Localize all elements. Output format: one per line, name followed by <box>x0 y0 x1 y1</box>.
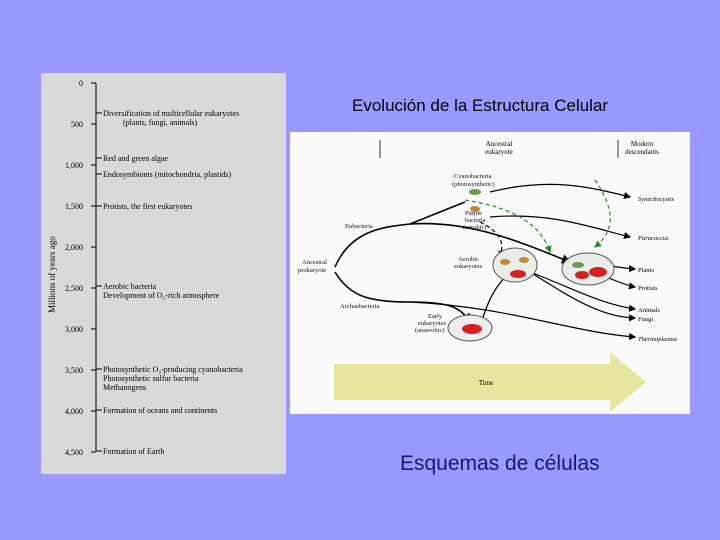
timeline-event-text: Development of O₂-rich atmosphere <box>103 291 220 300</box>
timeline-event-text: Diversification of multicellular eukaryo… <box>103 109 239 118</box>
timeline-events: Diversification of multicellular eukaryo… <box>96 109 243 456</box>
timeline-event-text: (plants, fungi, animals) <box>123 118 198 127</box>
timeline-event-text: Formation of oceans and continents <box>103 406 217 415</box>
evolution-tree-diagram: Ancestral eukaryote Modern descendants T… <box>298 140 677 412</box>
svg-text:prokaryote: prokaryote <box>298 267 326 274</box>
timeline-tick-label: 500 <box>71 120 83 129</box>
header-left-2: eukaryote <box>485 148 513 156</box>
timeline-tick-label: 4,500 <box>65 448 83 457</box>
tree-outcome-label: Animals <box>638 307 660 314</box>
svg-text:(aerobic): (aerobic) <box>463 224 486 231</box>
svg-text:Eubacteria: Eubacteria <box>345 223 373 230</box>
timeline-tick-label: 2,000 <box>65 243 83 252</box>
header-left-1: Ancestral <box>486 140 513 148</box>
timeline-tick-label: 0 <box>79 79 83 88</box>
timeline-tick-label: 4,000 <box>65 407 83 416</box>
svg-text:(anaerobic): (anaerobic) <box>415 327 445 334</box>
header-right-2: descendants <box>625 148 659 156</box>
header-right-1: Modern <box>631 140 654 148</box>
timeline-tick-label: 3,500 <box>65 366 83 375</box>
evolution-tree-panel: Ancestral eukaryote Modern descendants T… <box>290 132 690 414</box>
svg-text:Ancestral: Ancestral <box>302 259 327 266</box>
svg-text:Cyanobacteria: Cyanobacteria <box>454 173 492 180</box>
svg-text:Aerobic: Aerobic <box>458 256 479 263</box>
timeline-tick-label: 2,500 <box>65 284 83 293</box>
timeline-event-text: Photosynthetic O₂-producing cyanobacteri… <box>103 365 243 374</box>
timeline-event-text: Methanogens <box>103 383 146 392</box>
timeline-event-text: Protists, the first eukaryotes <box>103 202 192 211</box>
tree-outcome-label: Protists <box>638 285 658 292</box>
svg-text:eukaryotes: eukaryotes <box>454 263 483 270</box>
svg-text:Archaebacteria: Archaebacteria <box>340 303 379 310</box>
time-label: Time <box>479 379 494 387</box>
svg-text:eukaryotes: eukaryotes <box>418 320 447 327</box>
timeline-tick-label: 1,500 <box>65 202 83 211</box>
timeline-event-text: Endosymbionts (mitochondria, plastids) <box>103 170 232 179</box>
timeline-event-text: Formation of Earth <box>103 447 164 456</box>
tree-outcome-label: Thermoplasma <box>638 336 677 343</box>
tree-outcomes: SynechocystisParacoccusPlantsProtistsAni… <box>637 196 677 343</box>
timeline-panel: 0 500 1,000 1,500 2,000 2,500 3,000 3,500 4,000 4… <box>41 73 286 474</box>
timeline-chart: 0 500 1,000 1,500 2,000 2,500 3,000 3,500 4,000 4… <box>47 79 243 457</box>
tree-outcome-label: Fungi <box>638 316 653 323</box>
timeline-tick-label: 3,000 <box>65 325 83 334</box>
slide-title: Evolución de la Estructura Celular <box>352 96 609 115</box>
svg-text:(photosynthetic): (photosynthetic) <box>452 181 495 188</box>
tree-outcome-label: Paracoccus <box>637 235 669 242</box>
timeline-event-text: Aerobic bacteria <box>103 282 157 291</box>
timeline-event-text: Photosynthetic sulfur bacteria <box>103 374 199 383</box>
timeline-event-text: Red and green algae <box>103 154 169 163</box>
svg-text:bacteria: bacteria <box>465 217 486 224</box>
timeline-tick-label: 1,000 <box>65 161 83 170</box>
tree-outcome-label: Plants <box>638 267 654 274</box>
tree-outcome-label: Synechocystis <box>638 196 675 203</box>
svg-text:Early: Early <box>428 313 443 320</box>
svg-text:Purple: Purple <box>465 210 482 217</box>
timeline-axis-label: Millions of years ago <box>47 236 57 313</box>
timeline-ticks: 0 500 1,000 1,500 2,000 2,500 3,000 3,500 4,000 4… <box>65 79 96 457</box>
slide-caption: Esquemas de células <box>400 452 600 475</box>
